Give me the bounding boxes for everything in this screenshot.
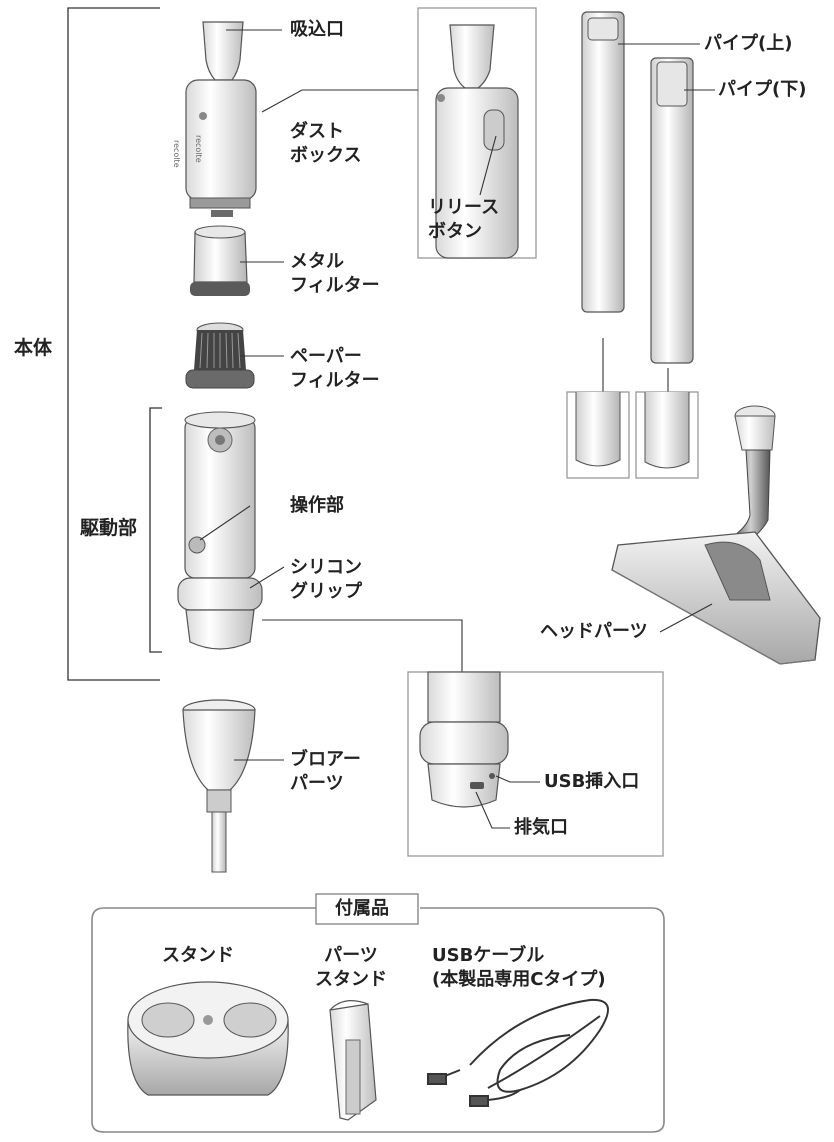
pipe-upper-label: パイプ(上) [704, 33, 793, 54]
release-button-label-line1: リリース [428, 197, 500, 218]
paper-filter-illustration [185, 322, 255, 389]
head-parts-label: ヘッドパーツ [540, 621, 648, 642]
parts-stand-label-line1: パーツ [324, 945, 378, 966]
paper-filter-label: ペーパー フィルター [290, 345, 380, 393]
body-bracket [67, 7, 160, 681]
grip-leader [249, 566, 285, 589]
control-label: 操作部 [290, 495, 344, 516]
usb-inset-line [262, 619, 463, 672]
accessories-frame [91, 907, 665, 1133]
dust-box-label: ダスト ボックス [290, 120, 361, 168]
drive-unit-label: 駆動部 [80, 517, 138, 539]
paper-filter-label-line1: ペーパー [290, 346, 362, 367]
dust-box-label-line1: ダスト [290, 121, 344, 142]
pipe-upper-illustration [581, 11, 625, 313]
brand-logo-text: recolte [172, 140, 181, 168]
pipe-lower-illustration [650, 57, 694, 364]
svg-text:recolte: recolte [194, 135, 203, 163]
dust-box-illustration: recolte [185, 21, 257, 217]
usb-port-label: USB挿入口 [544, 771, 640, 792]
blower-label-line2: パーツ [290, 773, 344, 794]
dust-box-label-line2: ボックス [290, 145, 362, 166]
drive-bracket [149, 407, 162, 653]
silicone-grip-label-line2: グリップ [290, 581, 362, 602]
metal-filter-label-line1: メタル [290, 251, 344, 272]
silicone-grip-label: シリコン グリップ [290, 556, 362, 604]
release-button-illustration [435, 24, 519, 259]
stand-label: スタンド [162, 945, 234, 966]
parts-stand-label: パーツ スタンド [315, 944, 387, 992]
metal-filter-illustration [190, 225, 250, 296]
parts-stand-label-line2: スタンド [315, 969, 387, 990]
blower-label-line1: ブロアー [290, 749, 361, 770]
exhaust-label: 排気口 [514, 817, 568, 838]
intake-label: 吸込口 [290, 19, 344, 40]
release-button-label-line2: ボタン [428, 221, 482, 242]
paper-filter-label-line2: フィルター [290, 370, 380, 391]
release-button-label: リリース ボタン [428, 196, 499, 244]
body-label: 本体 [14, 337, 53, 359]
usb-cable-label-line1: USBケーブル [432, 945, 545, 966]
usb-cable-label: USBケーブル (本製品専用Cタイプ) [432, 944, 606, 992]
silicone-grip-label-line1: シリコン [290, 557, 362, 578]
metal-filter-label-line2: フィルター [290, 275, 380, 296]
usb-cable-label-line2: (本製品専用Cタイプ) [432, 969, 606, 990]
head-parts-leader [659, 603, 713, 633]
release-button-leader [479, 135, 497, 196]
accessories-title: 付属品 [335, 898, 389, 919]
pipe-lower-label: パイプ(下) [718, 79, 807, 100]
drive-unit-illustration [177, 411, 263, 650]
metal-filter-label: メタル フィルター [290, 250, 380, 298]
usb-cable-illustration [427, 998, 609, 1107]
accessories-title-box [315, 893, 419, 925]
blower-label: ブロアー パーツ [290, 748, 361, 796]
parts-stand-illustration [329, 1000, 377, 1121]
head-parts-illustration [611, 405, 821, 665]
usb-inset-illustration [419, 671, 509, 808]
usb-port-leader [495, 775, 540, 783]
release-inset-line [261, 89, 418, 113]
control-leader [199, 505, 251, 541]
blower-illustration [182, 699, 256, 873]
exhaust-leader [475, 791, 510, 829]
stand-illustration [127, 981, 289, 1096]
